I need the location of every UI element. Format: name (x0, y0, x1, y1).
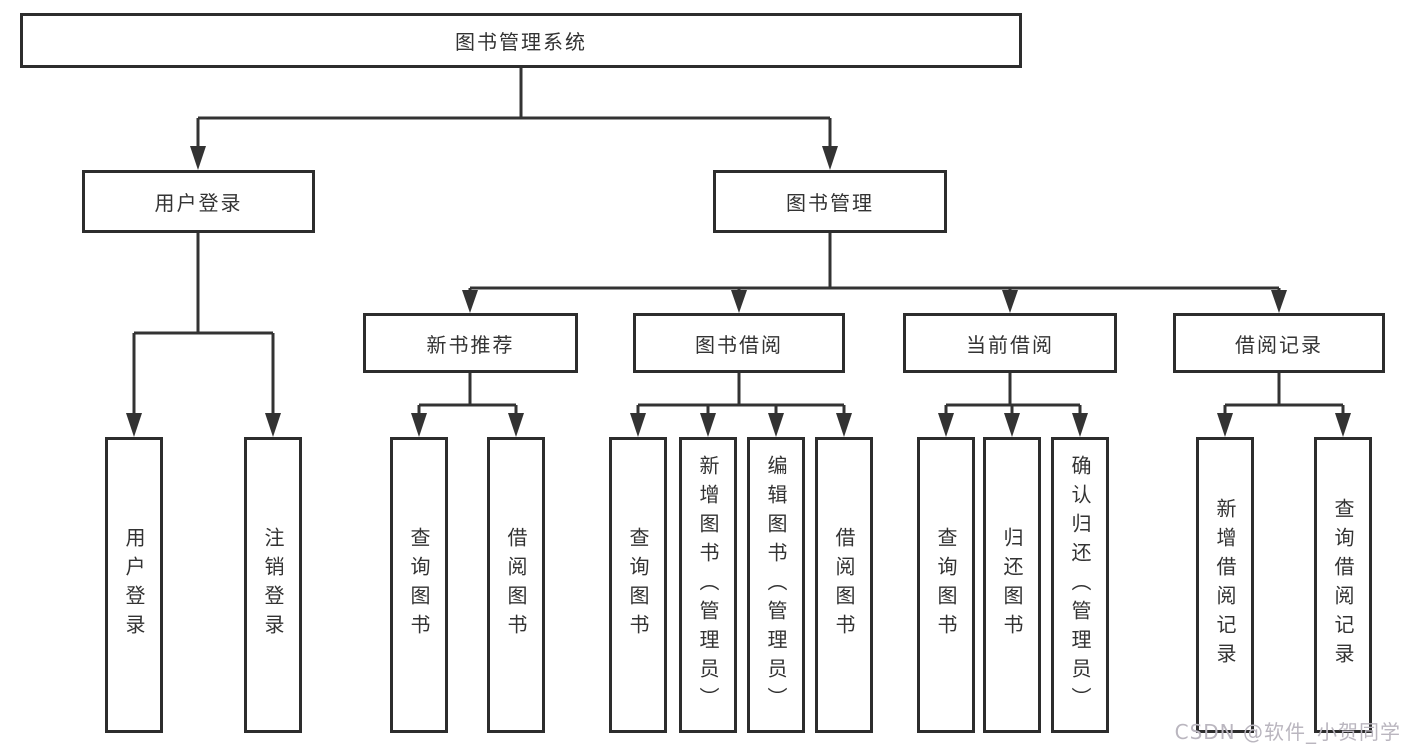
node-leaf-return-book-label: 归还图书 (1000, 527, 1024, 643)
node-book-borrow-label: 图书借阅 (695, 332, 783, 357)
node-leaf-add-record: 新增借阅记录 (1196, 437, 1254, 733)
node-leaf-query-book-1: 查询图书 (390, 437, 448, 733)
connector-user-login (132, 233, 275, 415)
node-current-borrow: 当前借阅 (903, 313, 1117, 373)
node-book-mgmt: 图书管理 (713, 170, 947, 233)
node-leaf-add-record-label: 新增借阅记录 (1213, 498, 1237, 672)
node-leaf-add-book-label: 新增图书（管理员） (696, 454, 720, 716)
node-leaf-confirm-return-label: 确认归还（管理员） (1068, 454, 1092, 716)
node-root-label: 图书管理系统 (455, 30, 587, 54)
node-root: 图书管理系统 (20, 13, 1022, 68)
node-leaf-user-login-label: 用户登录 (122, 527, 146, 643)
csdn-watermark: CSDN @软件_小贺同学 (1174, 720, 1401, 744)
connector-borrow-records (1223, 373, 1345, 415)
node-leaf-borrow-book-2-label: 借阅图书 (832, 527, 856, 643)
connector-new-book (417, 373, 518, 415)
node-leaf-borrow-book-2: 借阅图书 (815, 437, 873, 733)
node-leaf-query-record-label: 查询借阅记录 (1331, 498, 1355, 672)
connector-root (196, 68, 832, 148)
node-leaf-edit-book-label: 编辑图书（管理员） (764, 454, 788, 716)
node-new-book-rec-label: 新书推荐 (426, 332, 515, 357)
node-book-borrow: 图书借阅 (633, 313, 845, 373)
node-leaf-borrow-book-1-label: 借阅图书 (504, 527, 528, 643)
node-leaf-return-book: 归还图书 (983, 437, 1041, 733)
node-user-login: 用户登录 (82, 170, 315, 233)
connector-current-borrow (944, 373, 1082, 415)
node-leaf-logout: 注销登录 (244, 437, 302, 733)
connector-book-mgmt (468, 233, 1281, 292)
node-leaf-query-book-2-label: 查询图书 (626, 527, 650, 643)
node-leaf-query-book-3: 查询图书 (917, 437, 975, 733)
node-leaf-logout-label: 注销登录 (261, 527, 285, 643)
node-new-book-rec: 新书推荐 (363, 313, 578, 373)
connector-book-borrow (636, 373, 846, 415)
node-leaf-edit-book: 编辑图书（管理员） (747, 437, 805, 733)
node-leaf-user-login: 用户登录 (105, 437, 163, 733)
node-leaf-query-book-3-label: 查询图书 (934, 527, 958, 643)
node-current-borrow-label: 当前借阅 (966, 332, 1054, 357)
node-leaf-add-book: 新增图书（管理员） (679, 437, 737, 733)
node-leaf-query-book-1-label: 查询图书 (407, 527, 431, 643)
node-book-mgmt-label: 图书管理 (786, 191, 874, 215)
node-leaf-borrow-book-1: 借阅图书 (487, 437, 545, 733)
node-leaf-query-record: 查询借阅记录 (1314, 437, 1372, 733)
node-borrow-records-label: 借阅记录 (1235, 332, 1323, 357)
node-borrow-records: 借阅记录 (1173, 313, 1385, 373)
node-leaf-query-book-2: 查询图书 (609, 437, 667, 733)
node-user-login-label: 用户登录 (154, 191, 243, 215)
node-leaf-confirm-return: 确认归还（管理员） (1051, 437, 1109, 733)
